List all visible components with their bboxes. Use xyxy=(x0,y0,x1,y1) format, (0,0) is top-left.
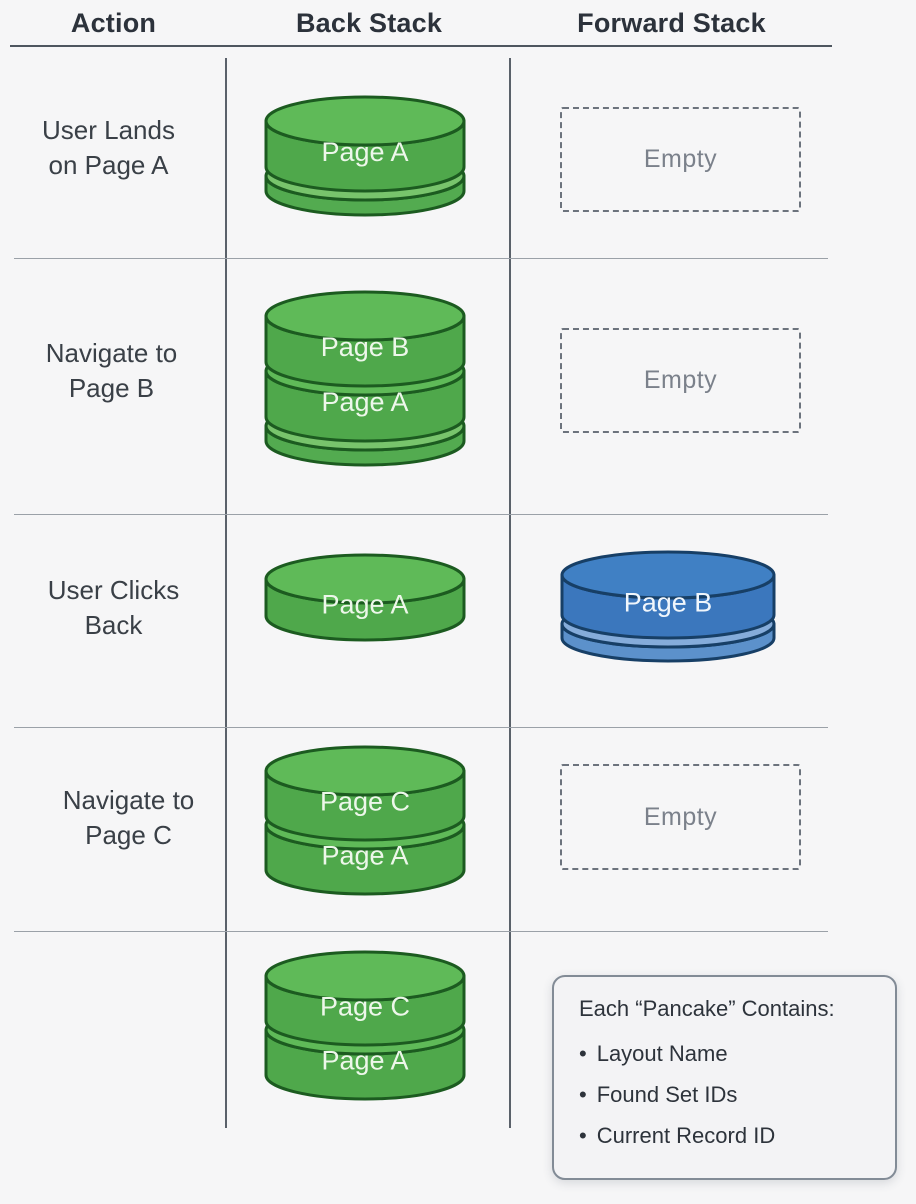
column-header-action: Action xyxy=(70,8,157,38)
bullet-icon: • xyxy=(579,1123,587,1148)
pancake-label: Page A xyxy=(321,137,408,167)
pancake-top-ellipse xyxy=(264,950,466,1002)
pancake: Page C xyxy=(264,745,466,842)
pancake-top-ellipse xyxy=(264,745,466,797)
forward-stack-empty-box: Empty xyxy=(560,764,801,870)
forward-stack: Page B xyxy=(559,549,777,669)
pancake: Page C xyxy=(264,950,466,1047)
action-label: Navigate to Page B xyxy=(45,338,178,403)
bullet-icon: • xyxy=(579,1041,587,1066)
pancake-label: Page B xyxy=(321,332,410,362)
row-separator xyxy=(14,258,828,259)
pancake-label: Page A xyxy=(321,841,408,871)
back-stack: Page A Page C xyxy=(263,744,467,902)
column-header-back-stack: Back Stack xyxy=(295,8,443,38)
forward-stack-empty-box: Empty xyxy=(560,107,801,212)
legend-item: • Layout Name xyxy=(579,1041,870,1067)
row-separator xyxy=(14,727,828,728)
pancake: Page A xyxy=(264,95,466,193)
action-label: Navigate to Page C xyxy=(62,785,195,850)
pancake-label: Page A xyxy=(321,1046,408,1076)
pancake-top-ellipse xyxy=(264,95,466,147)
pancake-label: Page B xyxy=(624,587,713,617)
action-label: User Lands on Page A xyxy=(42,115,175,180)
empty-label: Empty xyxy=(643,145,718,173)
legend-item: • Current Record ID xyxy=(579,1123,870,1149)
header-underline xyxy=(10,45,832,47)
column-header-forward-stack: Forward Stack xyxy=(577,8,766,38)
back-stack: Page A Page C xyxy=(263,949,467,1107)
legend-item-label: Layout Name xyxy=(596,1041,728,1066)
legend-title: Each “Pancake” Contains: xyxy=(579,996,835,1021)
bullet-icon: • xyxy=(579,1082,587,1107)
column-separator-back xyxy=(225,58,227,1128)
legend-item-label: Current Record ID xyxy=(596,1123,776,1148)
row-separator xyxy=(14,931,828,932)
pancake: Page B xyxy=(264,290,466,388)
back-stack: Page A xyxy=(263,552,467,648)
pancake-label: Page A xyxy=(321,387,408,417)
legend-item: • Found Set IDs xyxy=(579,1082,870,1108)
pancake-label: Page A xyxy=(321,589,408,619)
legend-item-label: Found Set IDs xyxy=(596,1082,738,1107)
forward-stack-empty-box: Empty xyxy=(560,328,801,433)
back-stack: Page A xyxy=(263,94,467,223)
row-separator xyxy=(14,514,828,515)
pancake: Page A xyxy=(264,553,466,642)
pancake-label: Page C xyxy=(320,787,410,817)
pancake-top-ellipse xyxy=(264,553,466,605)
pancake-top-ellipse xyxy=(264,290,466,342)
pancake-contents-legend: Each “Pancake” Contains: • Layout Name • F… xyxy=(552,975,897,1180)
empty-label: Empty xyxy=(643,366,718,394)
empty-label: Empty xyxy=(643,802,718,831)
column-separator-forward xyxy=(509,58,511,1128)
action-label: User Clicks Back xyxy=(47,575,180,640)
pancake-top-ellipse xyxy=(560,550,776,600)
back-stack: Page A Page B xyxy=(263,289,467,473)
pancake-label: Page C xyxy=(320,992,410,1022)
pancake: Page B xyxy=(560,550,776,640)
